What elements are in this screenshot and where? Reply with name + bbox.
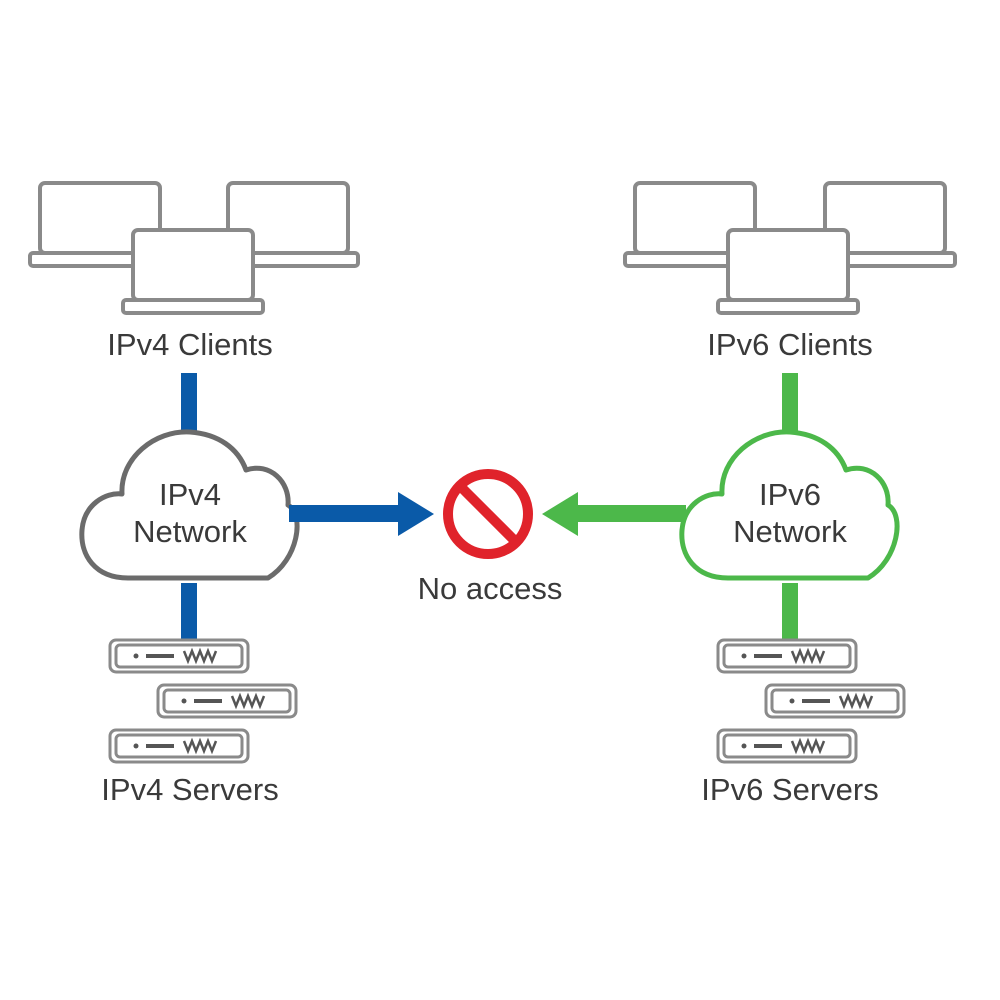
ipv4-uplink [181, 373, 197, 435]
laptop-icon [716, 228, 860, 315]
ipv6-arrow [542, 492, 686, 536]
ipv6-network-line1: IPv6 [758, 477, 822, 512]
ipv6-uplink [782, 373, 798, 435]
server-icon [764, 683, 906, 719]
ipv4-servers-group [108, 638, 298, 764]
ipv6-clients-group [623, 181, 957, 315]
ipv6-cloud-icon [679, 429, 900, 581]
server-icon [108, 638, 250, 674]
server-icon [716, 638, 858, 674]
server-icon [108, 728, 250, 764]
no-entry-icon [443, 469, 533, 559]
ipv6-network-line2: Network [733, 514, 847, 549]
laptop-icon [121, 228, 265, 315]
no-access-label: No access [417, 571, 563, 606]
server-icon [716, 728, 858, 764]
ipv4-clients-group [28, 181, 360, 315]
ipv6-clients-label: IPv6 Clients [707, 327, 873, 362]
ipv4-network-line1: IPv4 [158, 477, 222, 512]
ipv6-servers-group [716, 638, 906, 764]
ipv6-network-label: IPv6 Network [733, 476, 847, 550]
server-icon [156, 683, 298, 719]
ipv6-downlink [782, 583, 798, 643]
ipv4-servers-label: IPv4 Servers [101, 772, 279, 807]
ipv4-network-label: IPv4 Network [133, 476, 247, 550]
ipv4-downlink [181, 583, 197, 643]
ipv4-arrow [289, 492, 434, 536]
ipv4-clients-label: IPv4 Clients [107, 327, 273, 362]
ipv6-servers-label: IPv6 Servers [701, 772, 879, 807]
ipv4-network-line2: Network [133, 514, 247, 549]
